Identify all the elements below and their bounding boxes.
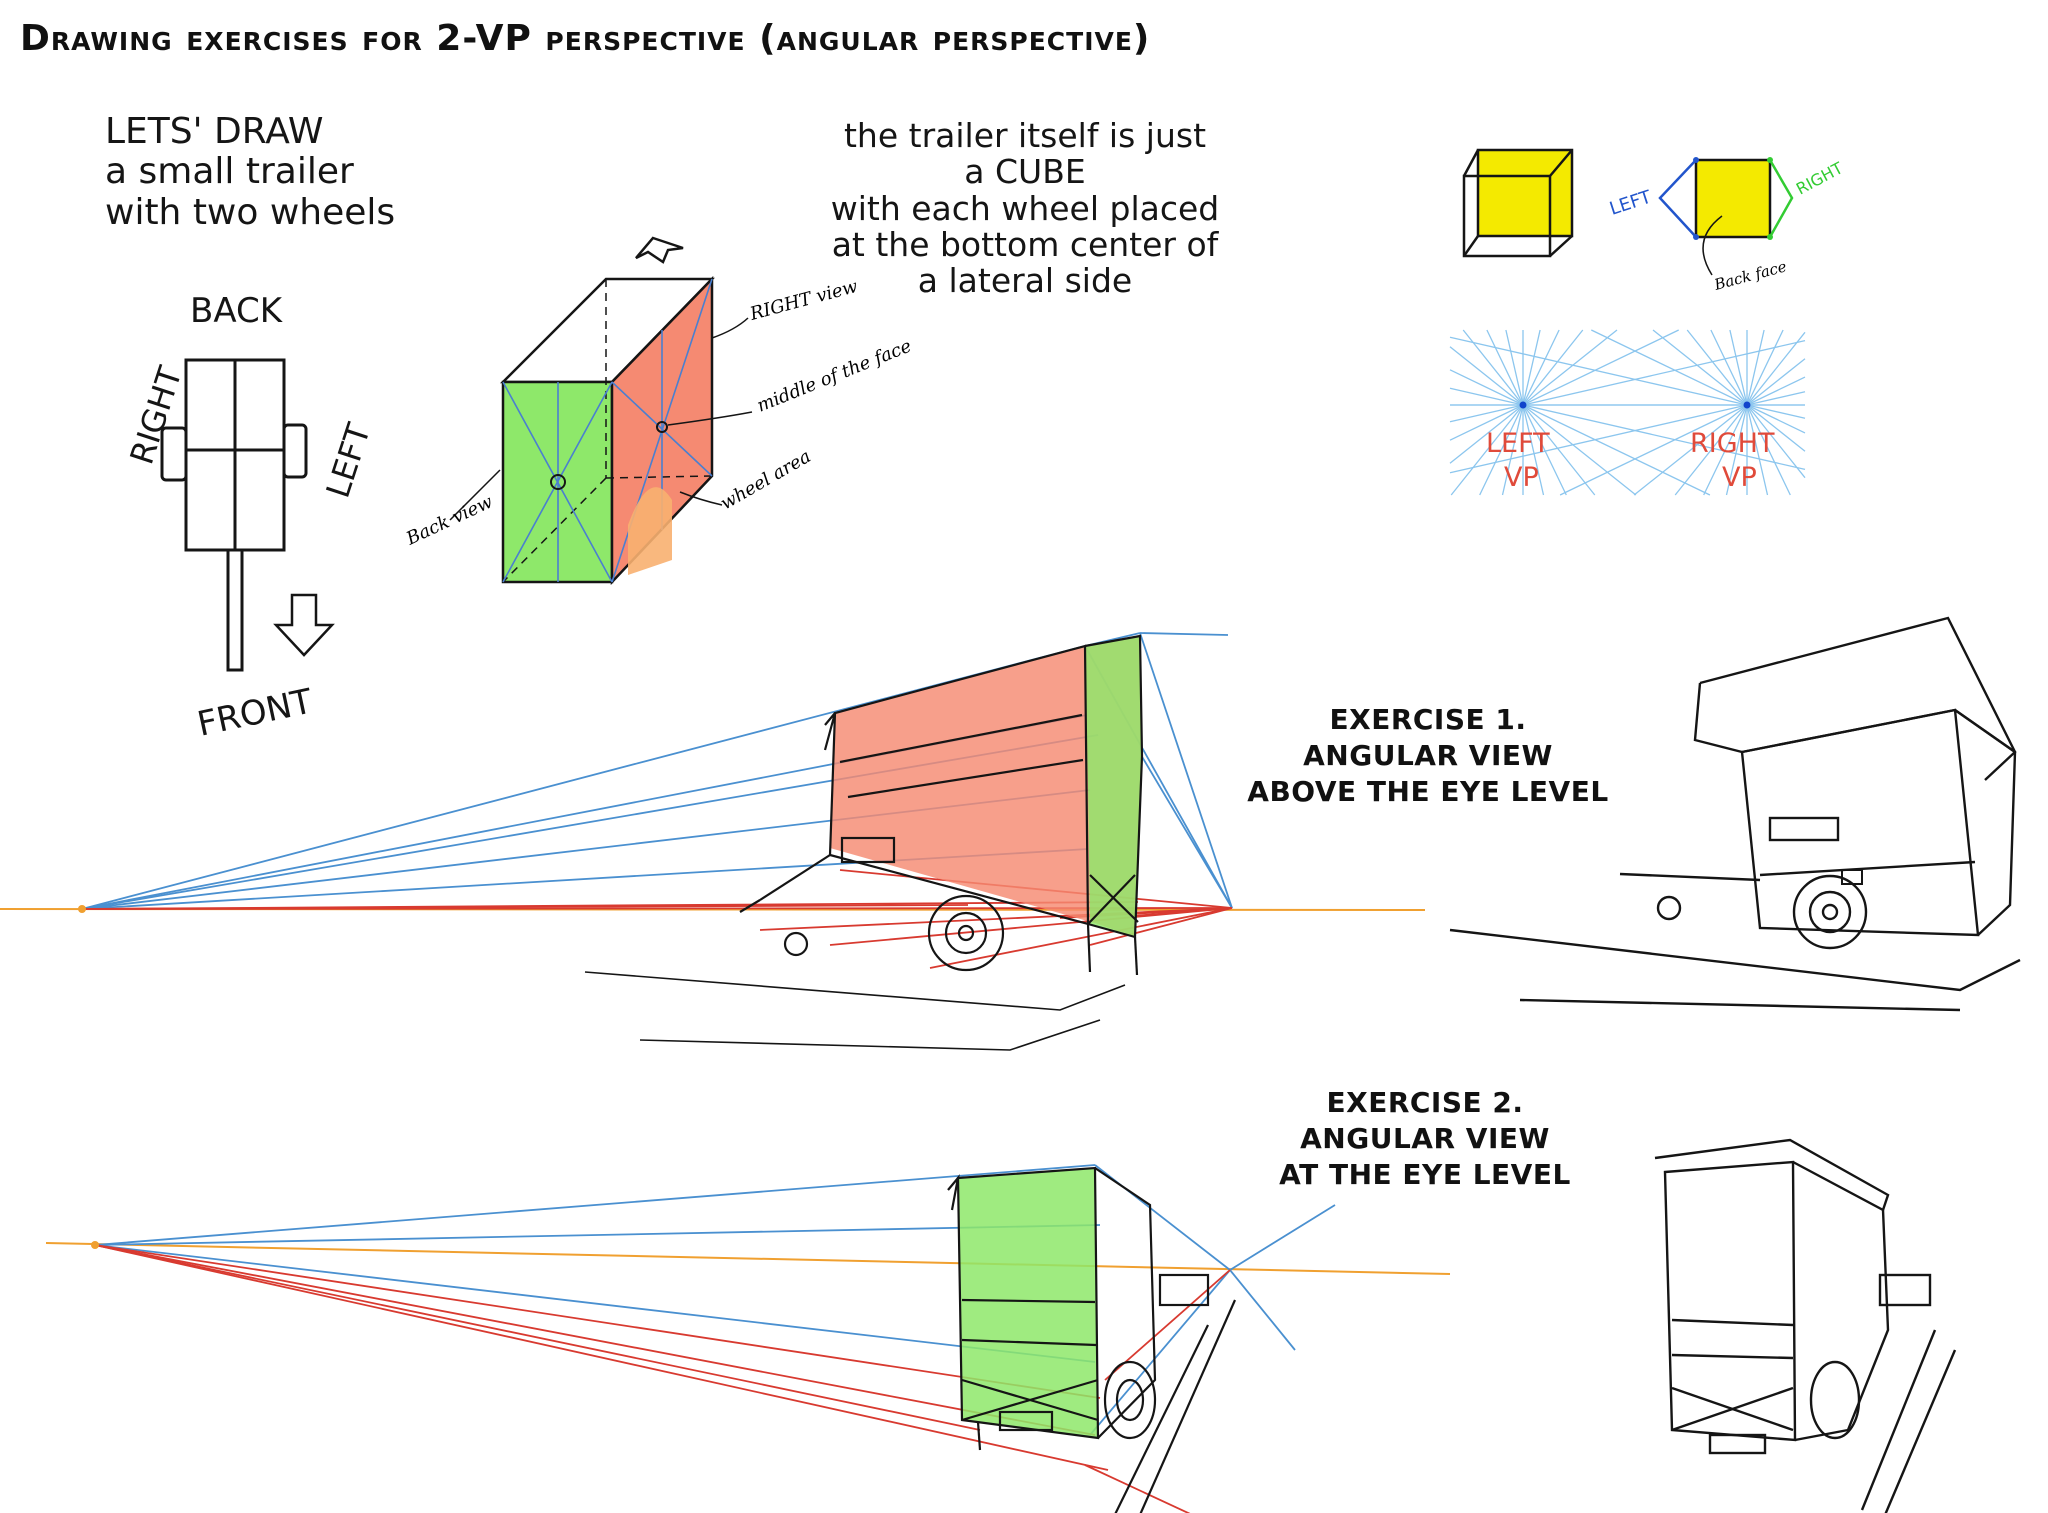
mini-cube-label-right: RIGHT bbox=[1793, 158, 1846, 198]
cube-label-wheel-area: wheel area bbox=[717, 446, 815, 514]
vp-ray bbox=[1746, 329, 1784, 406]
plan-label-back: BACK bbox=[190, 291, 284, 331]
vp-ray bbox=[1522, 329, 1541, 406]
vp-ray bbox=[1746, 404, 1769, 496]
vp-label-left: LEFT bbox=[1486, 428, 1550, 459]
mini-cube-label-left: LEFT bbox=[1607, 186, 1655, 219]
plan-wheel-left bbox=[282, 423, 308, 479]
cube-note: the trailer itself is just a CUBE with e… bbox=[830, 116, 1220, 301]
cube-label-back-view: Back view bbox=[402, 491, 496, 550]
vp-ray bbox=[1449, 404, 1524, 423]
plan-label-front: FRONT bbox=[194, 681, 316, 744]
mini-cube-1 bbox=[1462, 148, 1574, 258]
plan-label-left: LEFT bbox=[319, 418, 379, 502]
vp-ray bbox=[1522, 329, 1679, 406]
cube-note-line: a lateral side bbox=[917, 261, 1133, 301]
cube-note-line: at the bottom center of bbox=[831, 224, 1219, 264]
cube-sketch: RIGHT view middle of the face wheel area… bbox=[402, 236, 914, 586]
exercise2-line: ANGULAR VIEW bbox=[1300, 1121, 1550, 1155]
intro-line: a small trailer bbox=[105, 151, 354, 193]
exercise1-line: ABOVE THE EYE LEVEL bbox=[1247, 774, 1609, 808]
exercise1-title: EXERCISE 1. ANGULAR VIEW ABOVE THE EYE L… bbox=[1228, 702, 1628, 809]
arrow-up-icon bbox=[635, 236, 684, 264]
exercise2-line: EXERCISE 2. bbox=[1326, 1086, 1524, 1119]
intro-line: with two wheels bbox=[105, 191, 396, 233]
plan-sketch: BACK RIGHT LEFT FRONT bbox=[122, 291, 378, 745]
vp-ray bbox=[1746, 376, 1806, 406]
vp-ray bbox=[1746, 404, 1806, 434]
vp-ray bbox=[1522, 404, 1545, 496]
vp-ray bbox=[1505, 329, 1524, 406]
vp-ray bbox=[1449, 369, 1524, 406]
mini-cube-2: LEFT RIGHT Back face bbox=[1607, 157, 1846, 294]
vp-ray bbox=[1449, 346, 1524, 406]
vp-ray bbox=[1522, 404, 1637, 496]
intro-line: LETS' DRAW bbox=[105, 111, 324, 152]
vp-ray bbox=[1522, 404, 1806, 471]
arrow-down-icon bbox=[273, 593, 335, 657]
vp-ray bbox=[1522, 404, 1596, 496]
exercise1-sketch bbox=[1449, 616, 2021, 1012]
vp-ray bbox=[1746, 358, 1806, 406]
vp-ray bbox=[1486, 329, 1524, 406]
vp-ray bbox=[1746, 404, 1806, 419]
vp-ray bbox=[1674, 404, 1748, 496]
plan-drawbar bbox=[226, 548, 244, 672]
exercise2-line: AT THE EYE LEVEL bbox=[1279, 1157, 1571, 1191]
vp-ray bbox=[1449, 336, 1748, 406]
vp-ray bbox=[1652, 329, 1748, 406]
vp-diagram: LEFT VP RIGHT VP bbox=[1449, 329, 1806, 496]
vp-label-left-vp: VP bbox=[1504, 462, 1539, 493]
vp-ray bbox=[1522, 329, 1618, 406]
cube-label-right-view: RIGHT view bbox=[747, 276, 861, 325]
intro-text: LETS' DRAW a small trailer with two whee… bbox=[105, 111, 396, 233]
vp-ray bbox=[1746, 329, 1765, 406]
exercise1-line: ANGULAR VIEW bbox=[1303, 738, 1553, 772]
vp-ray bbox=[1522, 404, 1567, 496]
vp-ray bbox=[1522, 329, 1584, 406]
vp-ray bbox=[1725, 404, 1748, 496]
vp-ray bbox=[1501, 404, 1524, 496]
vp-ray bbox=[1449, 404, 1748, 474]
vp-ray bbox=[1449, 387, 1524, 406]
vp-ray bbox=[1633, 404, 1748, 496]
page-title: Drawing exercises for 2-VP perspective (… bbox=[20, 18, 1151, 59]
vp-ray bbox=[1746, 404, 1806, 479]
plan-label-right: RIGHT bbox=[122, 362, 189, 469]
exercise2-sketch bbox=[1654, 1138, 1957, 1513]
vp-ray bbox=[1746, 404, 1806, 452]
right-vp-dot bbox=[1743, 401, 1751, 409]
plan-wheel-right bbox=[160, 426, 188, 482]
vp-ray bbox=[1686, 329, 1748, 406]
vp-ray bbox=[1591, 329, 1748, 406]
vp-ray bbox=[1449, 404, 1524, 464]
mini-cube-label-back-face: Back face bbox=[1711, 257, 1788, 294]
vp-ray bbox=[1746, 391, 1806, 406]
vp-ray bbox=[1559, 404, 1748, 496]
exercise2-construction bbox=[45, 1164, 1451, 1513]
vp-ray bbox=[1729, 329, 1748, 406]
exercise1-line: EXERCISE 1. bbox=[1329, 703, 1527, 736]
vp-ray bbox=[1450, 404, 1524, 496]
exercise2-title: EXERCISE 2. ANGULAR VIEW AT THE EYE LEVE… bbox=[1225, 1085, 1625, 1192]
vp-ray bbox=[1522, 339, 1806, 406]
cube-label-middle: middle of the face bbox=[754, 336, 914, 417]
vp-ray bbox=[1479, 404, 1524, 496]
cube-note-line: the trailer itself is just bbox=[843, 116, 1207, 155]
vp-ray bbox=[1746, 404, 1791, 496]
vp-ray bbox=[1746, 331, 1806, 406]
vp-ray bbox=[1703, 404, 1748, 496]
cube-note-line: with each wheel placed bbox=[830, 188, 1220, 228]
vp-label-right: RIGHT bbox=[1690, 428, 1775, 459]
vp-ray bbox=[1522, 329, 1560, 406]
vp-label-right-vp: VP bbox=[1722, 462, 1757, 493]
vp-ray bbox=[1522, 404, 1711, 496]
exercise1-construction bbox=[0, 632, 1426, 1051]
cube-note-line: a CUBE bbox=[964, 152, 1086, 192]
vp-ray bbox=[1710, 329, 1748, 406]
left-vp-dot bbox=[1519, 401, 1527, 409]
vp-ray bbox=[1449, 404, 1524, 441]
